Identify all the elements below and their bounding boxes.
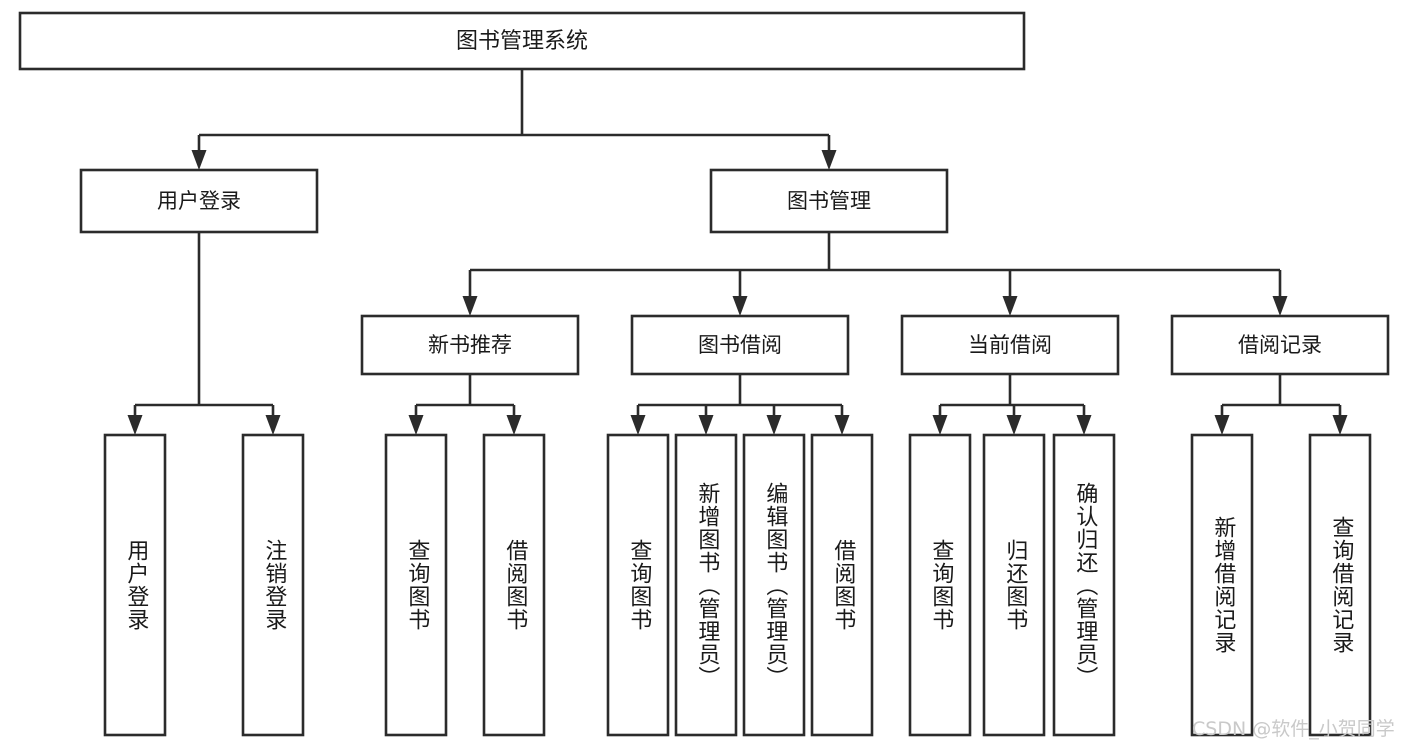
arrow-head-icon [834,415,850,435]
node-current-borrow-label: 当前借阅 [968,333,1052,357]
csdn-watermark: CSDN @软件_小贺同学 [1192,718,1395,740]
node-book-manage-box[interactable] [709,168,949,234]
node-new-book-rec-label: 新书推荐 [428,333,512,357]
node-leaf-query-book-cur-box[interactable] [908,433,972,737]
arrow-head-icon [1006,415,1022,435]
arrow-head-icon [1332,415,1348,435]
node-new-book-rec-box[interactable] [360,314,580,376]
arrow-head-icon [127,415,143,435]
arrow-head-icon [1002,296,1018,316]
node-root-label: 图书管理系统 [456,29,588,54]
arrow-head-icon [932,415,948,435]
arrow-head-icon [462,296,478,316]
node-book-borrow-label: 图书借阅 [698,333,782,357]
node-leaf-query-record-box[interactable] [1308,433,1372,737]
node-leaf-user-login-box[interactable] [103,433,167,737]
arrow-head-icon [732,296,748,316]
node-borrow-record-label: 借阅记录 [1238,333,1322,357]
node-leaf-query-book-rec-box[interactable] [384,433,448,737]
node-leaf-add-book-box[interactable] [674,433,738,737]
arrow-head-icon [821,150,837,170]
node-user-login-label: 用户登录 [157,189,241,213]
arrow-head-icon [191,150,207,170]
arrow-head-icon [506,415,522,435]
connector-lines-layer [127,69,1348,435]
node-leaf-logout-box[interactable] [241,433,305,737]
node-current-borrow-box[interactable] [900,314,1120,376]
arrow-head-icon [1272,296,1288,316]
arrow-head-icon [1214,415,1230,435]
node-leaf-edit-book-box[interactable] [742,433,806,737]
node-book-manage-label: 图书管理 [787,189,871,213]
node-leaf-query-book-brw-box[interactable] [606,433,670,737]
arrow-head-icon [766,415,782,435]
node-borrow-record-box[interactable] [1170,314,1390,376]
node-leaf-confirm-return-box[interactable] [1052,433,1116,737]
arrow-head-icon [630,415,646,435]
node-leaf-borrow-book-rec-box[interactable] [482,433,546,737]
node-root-box[interactable] [18,11,1026,71]
node-leaf-return-book-box[interactable] [982,433,1046,737]
arrow-head-icon [265,415,281,435]
arrow-head-icon [1076,415,1092,435]
arrow-head-icon [408,415,424,435]
node-book-borrow-box[interactable] [630,314,850,376]
node-leaf-borrow-book-brw-box[interactable] [810,433,874,737]
node-boxes-layer [18,11,1390,737]
node-leaf-add-record-box[interactable] [1190,433,1254,737]
arrow-head-icon [698,415,714,435]
node-user-login-box[interactable] [79,168,319,234]
